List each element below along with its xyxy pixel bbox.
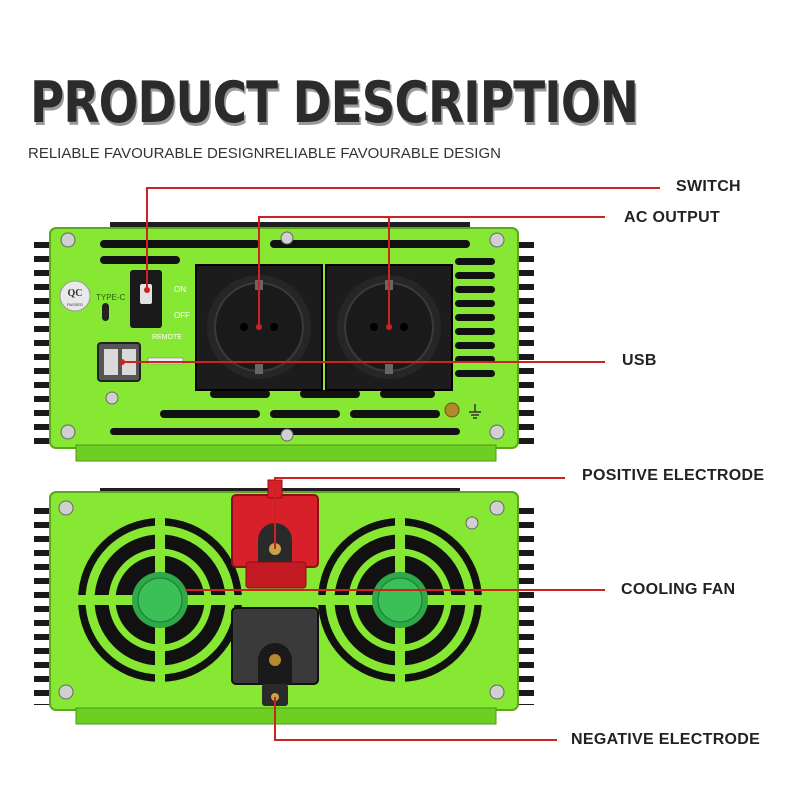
cooling-fan-right	[318, 518, 482, 682]
front-screws	[60, 231, 505, 442]
page-title: PRODUCT DESCRIPTION	[30, 70, 639, 136]
front-vent-slots	[100, 240, 495, 435]
back-screws	[58, 500, 505, 700]
switch-off-label: OFF	[174, 311, 190, 320]
typec-label: TYPE-C	[96, 293, 126, 302]
ground-terminal	[444, 402, 481, 419]
negative-electrode-callout-label: NEGATIVE ELECTRODE	[571, 731, 761, 748]
page-subtitle: RELIABLE FAVOURABLE DESIGNRELIABLE FAVOU…	[28, 145, 501, 162]
switch-on-label: ON	[174, 285, 186, 294]
back-panel	[34, 479, 534, 725]
ac-output-callout-label: AC OUTPUT	[624, 209, 721, 226]
ac-socket-right[interactable]	[325, 264, 453, 391]
switch-callout-line	[146, 187, 660, 290]
front-panel: QC PASSED TYPE-C ON OFF REMOTE	[34, 222, 534, 462]
remote-label: REMOTE	[152, 334, 182, 341]
positive-callout-line	[274, 477, 565, 549]
negative-callout-line	[274, 697, 557, 741]
callout-lines	[122, 187, 660, 741]
ac-output-callout-line-left	[258, 216, 605, 327]
typec-port[interactable]	[102, 303, 109, 321]
switch-callout-label: SWITCH	[676, 178, 741, 195]
usb-callout-label: USB	[622, 352, 657, 369]
svg-text:PASSED: PASSED	[67, 302, 83, 307]
cooling-fan-left	[78, 518, 242, 682]
cooling-fan-callout-label: COOLING FAN	[621, 581, 736, 598]
qc-badge	[59, 280, 91, 312]
positive-terminal[interactable]	[231, 479, 319, 589]
negative-terminal[interactable]	[231, 607, 319, 706]
svg-text:QC: QC	[68, 288, 83, 299]
positive-electrode-callout-label: POSITIVE ELECTRODE	[582, 467, 765, 484]
